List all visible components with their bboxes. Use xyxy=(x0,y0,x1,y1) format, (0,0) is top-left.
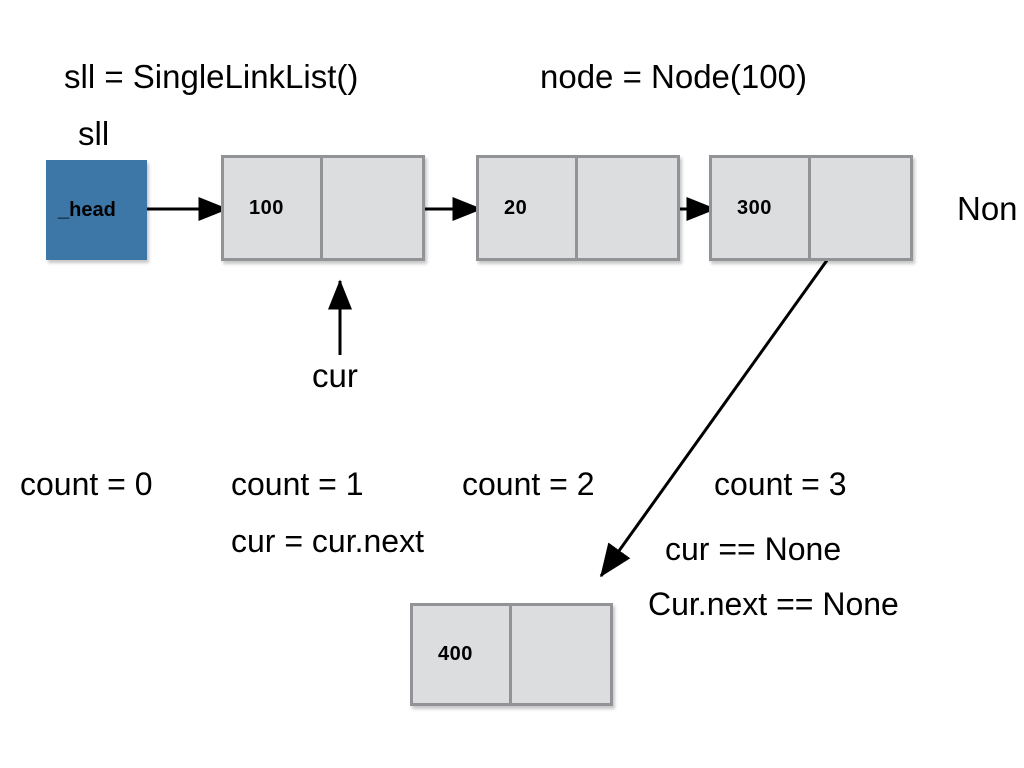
label-cur-is-none: cur == None xyxy=(665,531,842,567)
node-20[interactable]: 20 xyxy=(476,155,680,261)
node-100[interactable]: 100 xyxy=(221,155,425,261)
node-300-next-cell xyxy=(811,158,910,258)
node-20-data-cell: 20 xyxy=(479,158,578,258)
label-sll-variable: sll xyxy=(78,115,110,152)
node-100-data-cell: 100 xyxy=(224,158,323,258)
node-400-next-cell xyxy=(512,606,610,703)
node-300[interactable]: 300 xyxy=(709,155,913,261)
node-300-value: 300 xyxy=(737,196,772,219)
head-box-label: _head xyxy=(58,198,116,221)
label-node-assignment: node = Node(100) xyxy=(540,58,807,95)
node-400[interactable]: 400 xyxy=(410,603,613,706)
label-cur-pointer: cur xyxy=(312,357,358,394)
label-cur-advance: cur = cur.next xyxy=(231,523,424,559)
node-100-value: 100 xyxy=(249,196,284,219)
label-count-1: count = 1 xyxy=(231,466,364,502)
label-sll-assignment: sll = SingleLinkList() xyxy=(64,58,359,95)
node-300-data-cell: 300 xyxy=(712,158,811,258)
node-100-next-cell xyxy=(323,158,422,258)
label-tail-none: Non xyxy=(957,190,1018,227)
label-curnext-is-none: Cur.next == None xyxy=(648,586,899,622)
label-count-3: count = 3 xyxy=(714,466,847,502)
label-count-2: count = 2 xyxy=(462,466,595,502)
label-count-0: count = 0 xyxy=(20,466,153,502)
node-400-value: 400 xyxy=(438,643,473,665)
node-400-data-cell: 400 xyxy=(413,606,512,703)
node-20-next-cell xyxy=(578,158,677,258)
head-box[interactable]: _head xyxy=(46,160,147,260)
node-20-value: 20 xyxy=(504,196,528,219)
